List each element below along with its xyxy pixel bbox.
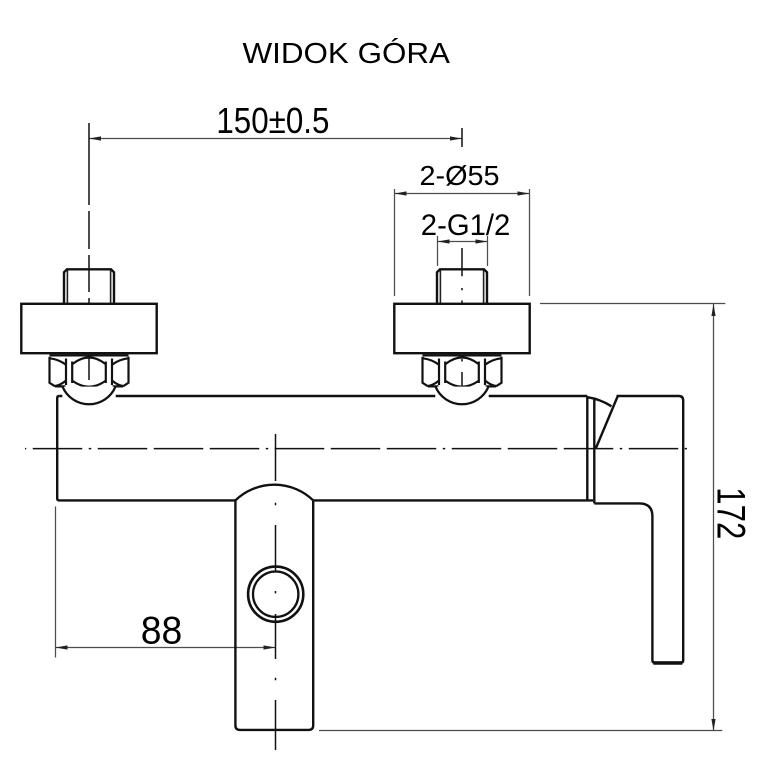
svg-text:2-G1/2: 2-G1/2: [421, 209, 511, 242]
svg-text:150±0.5: 150±0.5: [216, 101, 329, 141]
svg-text:88: 88: [141, 610, 183, 653]
svg-text:172: 172: [709, 487, 753, 539]
svg-text:WIDOK GÓRA: WIDOK GÓRA: [243, 37, 451, 70]
svg-text:2-Ø55: 2-Ø55: [420, 160, 500, 191]
